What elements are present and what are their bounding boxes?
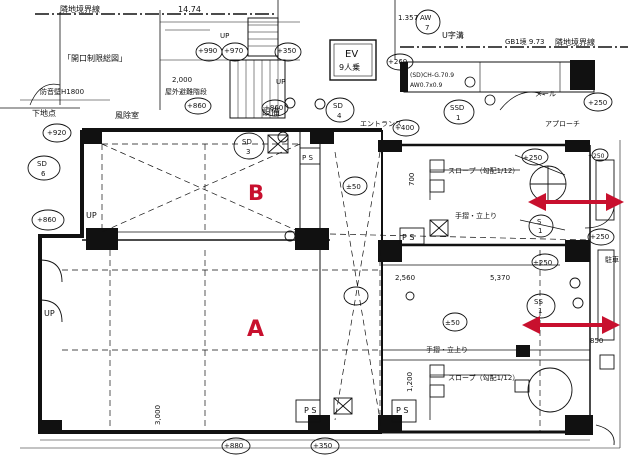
annotation-texts: 隣地境界線 隣地境界線 14.74 1.357 GB1境 9.73 「開口制限総… bbox=[32, 4, 619, 450]
dimension-2560: 2,560 bbox=[395, 274, 415, 282]
level-880: +880 bbox=[224, 442, 243, 450]
elevator-label: EV bbox=[345, 49, 358, 60]
level-970: +970 bbox=[224, 47, 243, 55]
dimension-5370: 5,370 bbox=[490, 274, 510, 282]
columns bbox=[40, 60, 595, 435]
window-spec: (SD)CH-G.70.9 bbox=[410, 72, 454, 79]
level-860-stair: +860 bbox=[264, 104, 283, 112]
stair-up-ext: UP bbox=[276, 78, 285, 86]
dimension-1357: 1.357 bbox=[398, 14, 418, 22]
level-860-left: +860 bbox=[37, 216, 56, 224]
zone-label-b: B bbox=[248, 181, 264, 205]
window-tag-aw7: AW bbox=[420, 14, 431, 22]
window-tag-aw7-num: 7 bbox=[425, 24, 429, 32]
level-250-d: +250 bbox=[588, 153, 605, 160]
dimension-1200: 1,200 bbox=[406, 372, 414, 392]
dimension-3000: 3,000 bbox=[154, 405, 162, 425]
hidden-lines bbox=[62, 143, 591, 432]
stair-up-top: UP bbox=[220, 32, 229, 40]
dimension-1474: 14.74 bbox=[178, 5, 201, 14]
level-250-a: +250 bbox=[523, 154, 542, 162]
level-400: +400 bbox=[395, 124, 414, 132]
window-spec-2: AW0.7x0.9 bbox=[410, 82, 443, 89]
callouts bbox=[27, 9, 615, 455]
slope-label-2: スロープ（勾配1/12） bbox=[448, 373, 519, 382]
stair-up-left: UP bbox=[86, 211, 97, 220]
equipment-label: 設備 bbox=[262, 106, 280, 118]
door-tag-ss: SS bbox=[534, 298, 543, 306]
wind-room-label: 風除室 bbox=[115, 110, 139, 120]
elevator-capacity: 9人乗 bbox=[339, 62, 360, 72]
approach-label: アプローチ bbox=[545, 120, 580, 128]
level-250-c: +250 bbox=[590, 233, 609, 241]
level-350-top: +350 bbox=[277, 47, 296, 55]
down-point-label: 下地点 bbox=[32, 108, 56, 118]
level-350-bottom: +350 bbox=[313, 442, 332, 450]
exterior-stair-label: 屋外避難階段 bbox=[165, 87, 207, 96]
dimension-850: 850 bbox=[590, 337, 603, 345]
level-250-e: ±250 bbox=[533, 259, 552, 267]
boundary-label-top-left: 隣地境界線 bbox=[60, 4, 100, 14]
fire-wall-label: 防音壁H1800 bbox=[40, 87, 84, 96]
door-tag-ssd1: SSD bbox=[450, 104, 464, 112]
door-tag-s1-num: 1 bbox=[538, 227, 542, 235]
dimension-gb: GB1境 9.73 bbox=[505, 37, 545, 46]
stair-up-lower: UP bbox=[44, 309, 55, 318]
mailbox-label: メール bbox=[535, 90, 556, 98]
door-tag-sd3-num: 3 bbox=[246, 148, 250, 156]
pipe-shaft-4: P S bbox=[302, 154, 313, 162]
door-tag-ss-num: 1 bbox=[538, 307, 542, 315]
door-tag-sd4-num: 4 bbox=[337, 112, 342, 120]
level-50-right: ±50 bbox=[445, 319, 460, 327]
evacuation-drawing-label: 「開口制限総図」 bbox=[63, 53, 127, 63]
boundary-label-top-right: 隣地境界線 bbox=[555, 37, 595, 47]
double-arrow-upper bbox=[528, 193, 624, 211]
door-tag-sd3: SD bbox=[242, 138, 252, 146]
dimension-700: 700 bbox=[408, 173, 416, 186]
handrail-label-1: 手摺・立上り bbox=[455, 211, 497, 220]
door-tag-sd6-num: 6 bbox=[41, 170, 46, 178]
level-990: +990 bbox=[198, 47, 217, 55]
level-860-top: +860 bbox=[187, 102, 206, 110]
entrance-label: エントランス bbox=[360, 120, 402, 128]
slope-label-1: スロープ（勾配1/12） bbox=[448, 166, 519, 175]
door-tag-sd4: SD bbox=[333, 102, 343, 110]
pipe-shaft-2: P S bbox=[396, 406, 408, 415]
level-250-b: +250 bbox=[588, 99, 607, 107]
door-tag-ssd1-num: 1 bbox=[456, 114, 460, 122]
pipe-shaft-1: P S bbox=[304, 406, 316, 415]
double-arrow-lower bbox=[522, 316, 620, 334]
parking-label: 駐車 bbox=[605, 255, 619, 264]
fixtures bbox=[39, 97, 616, 446]
level-260: +260 bbox=[388, 58, 407, 66]
u-channel-label: U字溝 bbox=[442, 30, 464, 40]
door-tag-sd6: SD bbox=[37, 160, 47, 168]
door-tag-s1: S bbox=[537, 218, 542, 226]
handrail-label-2: 手摺・立上り bbox=[426, 345, 468, 354]
level-920: +920 bbox=[47, 129, 66, 137]
pipe-shaft-3: P S bbox=[402, 233, 414, 242]
level-50-b: ±50 bbox=[346, 183, 361, 191]
dimension-2000: 2,000 bbox=[172, 76, 192, 84]
zone-label-a: A bbox=[247, 317, 264, 342]
